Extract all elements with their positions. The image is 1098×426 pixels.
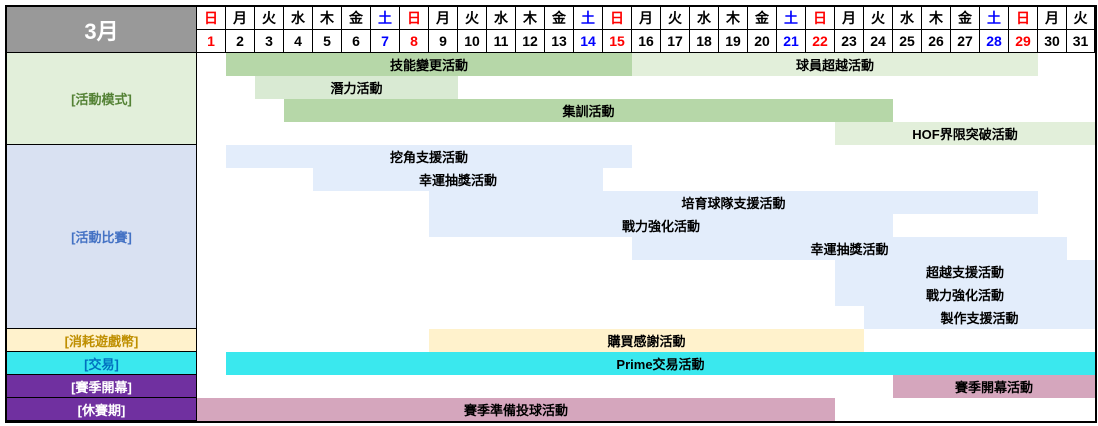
category-label: [活動比賽] bbox=[7, 145, 197, 329]
date-cell: 3 bbox=[255, 30, 284, 53]
weekday-cell: 日 bbox=[400, 7, 429, 30]
event-bar[interactable]: 培育球隊支援活動 bbox=[429, 191, 1038, 214]
event-bar[interactable]: 挖角支援活動 bbox=[226, 145, 632, 168]
date-cell: 1 bbox=[197, 30, 226, 53]
weekday-cell: 水 bbox=[690, 7, 719, 30]
date-cell: 23 bbox=[835, 30, 864, 53]
event-bar[interactable]: Prime交易活動 bbox=[226, 352, 1095, 375]
event-bar[interactable]: 賽季開幕活動 bbox=[893, 375, 1095, 398]
event-bar[interactable]: 集訓活動 bbox=[284, 99, 893, 122]
event-bar[interactable]: 購買感謝活動 bbox=[429, 329, 864, 352]
date-cell: 24 bbox=[864, 30, 893, 53]
weekday-cell: 木 bbox=[719, 7, 748, 30]
weekday-cell: 金 bbox=[342, 7, 371, 30]
event-bar[interactable]: 球員超越活動 bbox=[632, 53, 1038, 76]
weekday-cell: 月 bbox=[632, 7, 661, 30]
weekday-cell: 日 bbox=[197, 7, 226, 30]
category-label: [交易] bbox=[7, 352, 197, 375]
event-bar[interactable]: 製作支援活動 bbox=[864, 306, 1095, 329]
weekday-cell: 水 bbox=[284, 7, 313, 30]
weekday-cell: 月 bbox=[226, 7, 255, 30]
date-cell: 9 bbox=[429, 30, 458, 53]
date-cell: 16 bbox=[632, 30, 661, 53]
date-cell: 10 bbox=[458, 30, 487, 53]
date-cell: 14 bbox=[574, 30, 603, 53]
date-cell: 4 bbox=[284, 30, 313, 53]
event-bar[interactable]: 潛力活動 bbox=[255, 76, 458, 99]
date-cell: 18 bbox=[690, 30, 719, 53]
date-cell: 25 bbox=[893, 30, 922, 53]
weekday-cell: 火 bbox=[864, 7, 893, 30]
date-cell: 12 bbox=[516, 30, 545, 53]
event-bar[interactable]: 戰力強化活動 bbox=[835, 283, 1095, 306]
date-cell: 19 bbox=[719, 30, 748, 53]
date-cell: 2 bbox=[226, 30, 255, 53]
weekday-cell: 日 bbox=[1009, 7, 1038, 30]
weekday-cell: 火 bbox=[458, 7, 487, 30]
weekday-cell: 日 bbox=[603, 7, 632, 30]
weekday-cell: 土 bbox=[574, 7, 603, 30]
weekday-cell: 水 bbox=[893, 7, 922, 30]
date-cell: 20 bbox=[748, 30, 777, 53]
weekday-cell: 水 bbox=[487, 7, 516, 30]
date-cell: 30 bbox=[1038, 30, 1067, 53]
date-cell: 15 bbox=[603, 30, 632, 53]
event-bar[interactable]: 技能變更活動 bbox=[226, 53, 632, 76]
weekday-cell: 火 bbox=[1067, 7, 1095, 30]
date-cell: 22 bbox=[806, 30, 835, 53]
category-label: [活動模式] bbox=[7, 53, 197, 145]
weekday-cell: 火 bbox=[255, 7, 284, 30]
weekday-cell: 月 bbox=[429, 7, 458, 30]
weekday-cell: 日 bbox=[806, 7, 835, 30]
date-cell: 6 bbox=[342, 30, 371, 53]
month-title: 3月 bbox=[7, 7, 197, 53]
event-bar[interactable]: HOF界限突破活動 bbox=[835, 122, 1095, 145]
category-label: [消耗遊戲幣] bbox=[7, 329, 197, 352]
event-bar[interactable]: 戰力強化活動 bbox=[429, 214, 893, 237]
weekday-cell: 金 bbox=[545, 7, 574, 30]
weekday-cell: 月 bbox=[835, 7, 864, 30]
date-cell: 5 bbox=[313, 30, 342, 53]
date-cell: 21 bbox=[777, 30, 806, 53]
date-cell: 28 bbox=[980, 30, 1009, 53]
category-label: [休賽期] bbox=[7, 398, 197, 421]
weekday-cell: 火 bbox=[661, 7, 690, 30]
weekday-cell: 木 bbox=[313, 7, 342, 30]
date-cell: 31 bbox=[1067, 30, 1095, 53]
category-label: [賽季開幕] bbox=[7, 375, 197, 398]
date-cell: 17 bbox=[661, 30, 690, 53]
date-cell: 13 bbox=[545, 30, 574, 53]
weekday-cell: 金 bbox=[951, 7, 980, 30]
weekday-cell: 金 bbox=[748, 7, 777, 30]
weekday-cell: 土 bbox=[980, 7, 1009, 30]
weekday-cell: 土 bbox=[777, 7, 806, 30]
weekday-cell: 木 bbox=[922, 7, 951, 30]
date-cell: 27 bbox=[951, 30, 980, 53]
weekday-cell: 木 bbox=[516, 7, 545, 30]
event-bar[interactable]: 超越支援活動 bbox=[835, 260, 1095, 283]
date-cell: 29 bbox=[1009, 30, 1038, 53]
date-cell: 26 bbox=[922, 30, 951, 53]
weekday-cell: 土 bbox=[371, 7, 400, 30]
event-bar[interactable]: 幸運抽獎活動 bbox=[632, 237, 1067, 260]
event-bar[interactable]: 幸運抽獎活動 bbox=[313, 168, 603, 191]
date-cell: 7 bbox=[371, 30, 400, 53]
date-cell: 11 bbox=[487, 30, 516, 53]
event-bar[interactable]: 賽季準備投球活動 bbox=[197, 398, 835, 421]
weekday-cell: 月 bbox=[1038, 7, 1067, 30]
date-cell: 8 bbox=[400, 30, 429, 53]
